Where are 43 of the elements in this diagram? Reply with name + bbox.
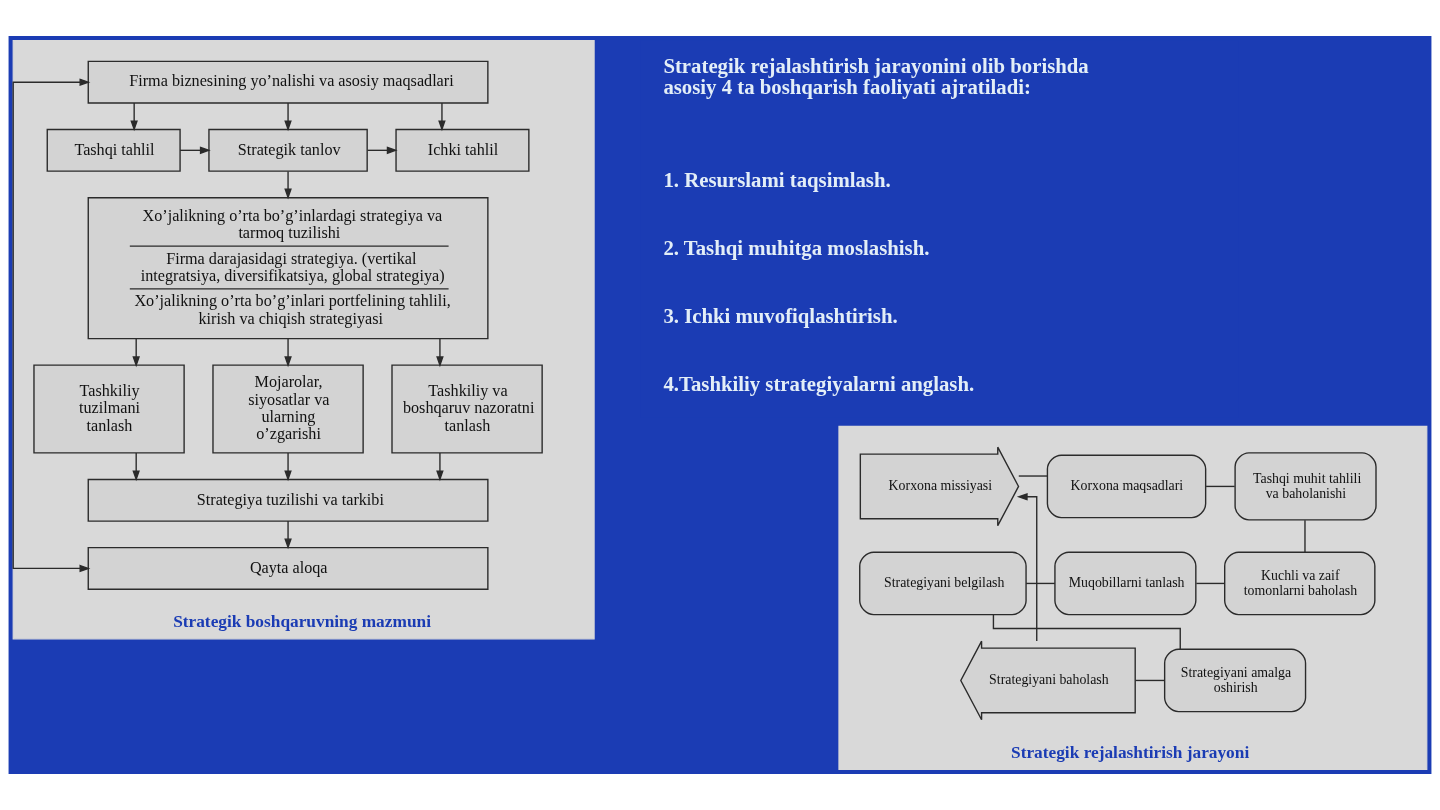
node-box: Firma biznesining yo’nalishi va asosiy maqsadlari bbox=[87, 60, 489, 104]
connector bbox=[992, 614, 1181, 650]
node-box: Tashkiliy tuzilmani tanlash bbox=[33, 364, 185, 454]
arrow bbox=[132, 338, 140, 368]
arrow bbox=[436, 338, 444, 368]
node-box: Korxona maqsadlari bbox=[1046, 454, 1207, 519]
label: Strategik rejalashtirish jarayonini olib borishda asosiy 4 ta boshqarish faoliyati ajratiladi: bbox=[663, 54, 1089, 99]
node-box: Strategiya tuzilishi va tarkibi bbox=[87, 478, 489, 522]
label: 1. Resurslami taqsimlash. bbox=[663, 167, 891, 191]
node-box: Qayta aloqa bbox=[87, 546, 489, 590]
arrow bbox=[1016, 493, 1038, 642]
arrow bbox=[284, 520, 292, 550]
node-box: Tashkiliy va boshqaruv nazoratni tanlash bbox=[391, 364, 543, 454]
arrow bbox=[284, 452, 292, 482]
arrow bbox=[438, 102, 446, 132]
label: 4.Tashkiliy strategiyalarni anglash. bbox=[663, 372, 975, 396]
connector bbox=[1304, 519, 1306, 553]
arrow bbox=[130, 102, 138, 132]
node-box: Tashqi tahlil bbox=[46, 128, 181, 172]
arrow bbox=[284, 102, 292, 132]
arrow bbox=[12, 78, 91, 573]
node-box: Strategiyani belgilash bbox=[859, 551, 1027, 616]
label: 3. Ichki muvofiqlashtirish. bbox=[663, 303, 898, 327]
connector bbox=[1205, 485, 1236, 488]
connector bbox=[1134, 679, 1166, 682]
node-box: Xo’jalikning o’rta bo’g’inlardagi strategiya va tarmoq tuzilishi Firma darajasidagi strategiya. (vertikal integratsiya, diversifikatsiya, global strategiya) Xo’jalikning o’rta bo’g’inlari portfelining tahlili, kirish va chiqish strategiyasi bbox=[87, 197, 489, 340]
label: 2. Tashqi muhitga moslashish. bbox=[663, 235, 930, 259]
node-box: Tashqi muhit tahlili va baholanishi bbox=[1234, 452, 1377, 521]
connector bbox=[1195, 582, 1226, 585]
node-box: Muqobillarni tanlash bbox=[1054, 551, 1197, 616]
node-box: Ichki tahlil bbox=[395, 128, 530, 172]
arrow bbox=[179, 146, 211, 155]
arrow bbox=[436, 452, 444, 482]
node-box: Mojarolar, siyosatlar va ularning o’zgarishi bbox=[212, 364, 364, 454]
node-box: Strategiyani amalga oshirish bbox=[1163, 648, 1307, 713]
arrow bbox=[284, 170, 292, 200]
connector bbox=[1025, 582, 1056, 585]
node-box: Strategik tanlov bbox=[208, 128, 368, 172]
arrow bbox=[284, 338, 292, 368]
arrow bbox=[132, 452, 140, 482]
node-box: Kuchli va zaif tomonlarni baholash bbox=[1224, 551, 1376, 616]
arrow bbox=[366, 146, 398, 155]
connector bbox=[1018, 475, 1049, 477]
